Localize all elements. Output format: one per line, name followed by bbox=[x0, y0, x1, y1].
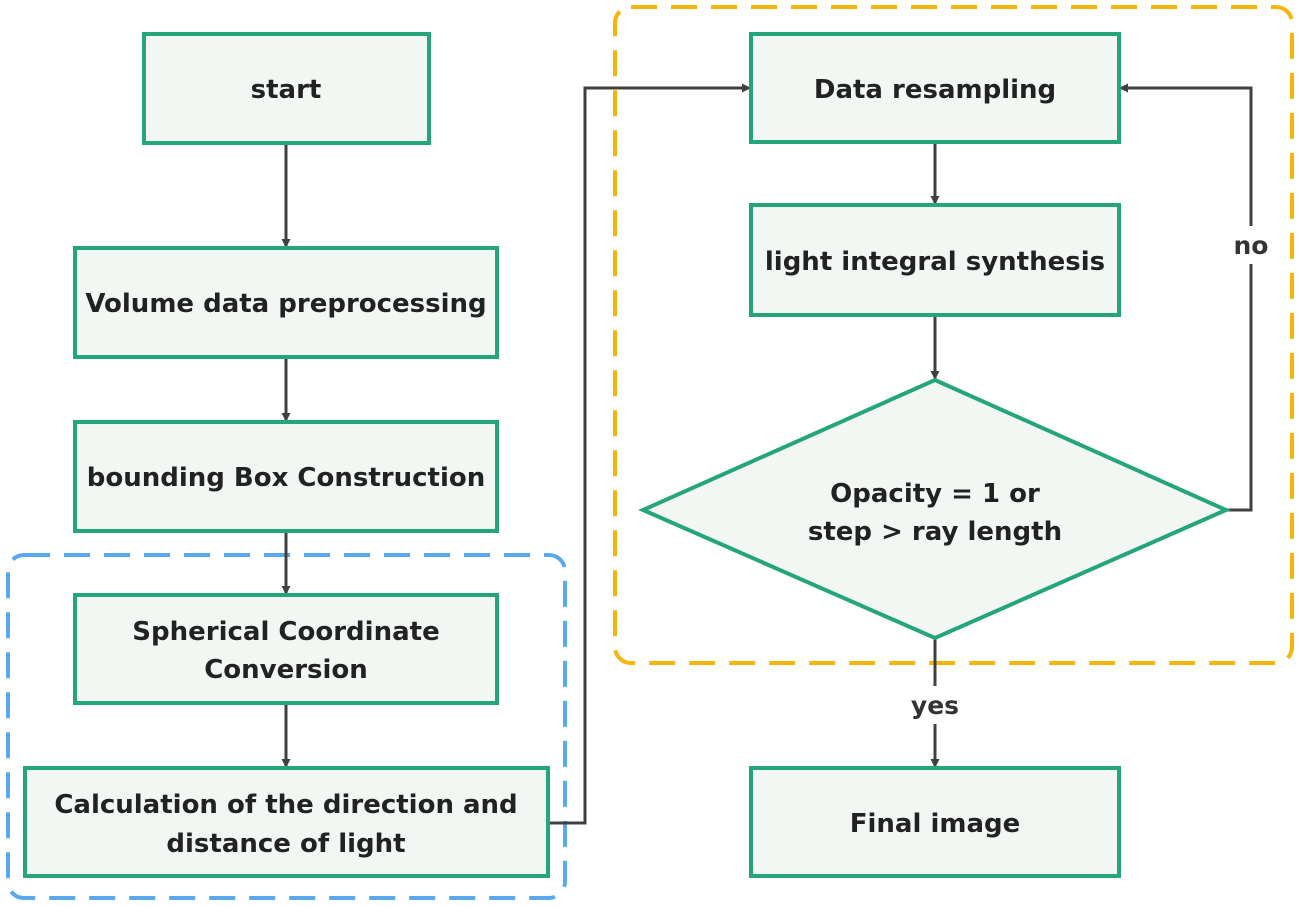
node-decision-label-line2: step > ray length bbox=[808, 517, 1062, 547]
node-volume-label: Volume data preprocessing bbox=[85, 289, 486, 319]
label-no: no bbox=[1234, 231, 1269, 260]
node-opacity-decision: Opacity = 1 or step > ray length bbox=[638, 377, 1231, 641]
node-calc-label-line2: distance of light bbox=[166, 829, 405, 859]
node-spherical-box bbox=[73, 593, 499, 705]
label-yes-background bbox=[904, 686, 966, 724]
node-resample-box bbox=[749, 32, 1121, 144]
group-orange-dashed bbox=[613, 5, 1294, 665]
node-decision-diamond bbox=[638, 377, 1231, 641]
node-decision-label-line1: Opacity = 1 or bbox=[830, 479, 1040, 509]
node-volume-box bbox=[73, 246, 499, 359]
node-bbox-label: bounding Box Construction bbox=[87, 463, 486, 493]
node-final-label: Final image bbox=[850, 809, 1021, 839]
node-start-box bbox=[142, 32, 431, 145]
node-start: start bbox=[142, 32, 431, 145]
node-spherical-label-line2: Conversion bbox=[204, 655, 368, 685]
node-calculation-direction-distance: Calculation of the direction and distanc… bbox=[23, 766, 550, 878]
node-calc-label-line1: Calculation of the direction and bbox=[54, 790, 517, 820]
node-data-resampling: Data resampling bbox=[749, 32, 1121, 144]
node-bounding-box-construction: bounding Box Construction bbox=[73, 420, 499, 533]
node-volume-data-preprocessing: Volume data preprocessing bbox=[73, 246, 499, 359]
arrow-calc-to-resample bbox=[548, 83, 751, 825]
node-final-box bbox=[749, 766, 1121, 878]
label-yes: yes bbox=[911, 691, 959, 720]
node-spherical-coordinate-conversion: Spherical Coordinate Conversion bbox=[73, 593, 499, 705]
label-no-background bbox=[1228, 226, 1274, 264]
node-integral-label: light integral synthesis bbox=[765, 247, 1105, 277]
node-spherical-label-line1: Spherical Coordinate bbox=[132, 617, 439, 647]
edges bbox=[281, 83, 1253, 825]
node-integral-box bbox=[749, 203, 1121, 317]
arrow-decision-no-loop bbox=[1119, 83, 1253, 512]
node-start-label: start bbox=[251, 75, 322, 105]
node-calc-box bbox=[23, 766, 550, 878]
node-final-image: Final image bbox=[749, 766, 1121, 878]
node-light-integral-synthesis: light integral synthesis bbox=[749, 203, 1121, 317]
node-bbox-box bbox=[73, 420, 499, 533]
node-resample-label: Data resampling bbox=[814, 75, 1056, 105]
